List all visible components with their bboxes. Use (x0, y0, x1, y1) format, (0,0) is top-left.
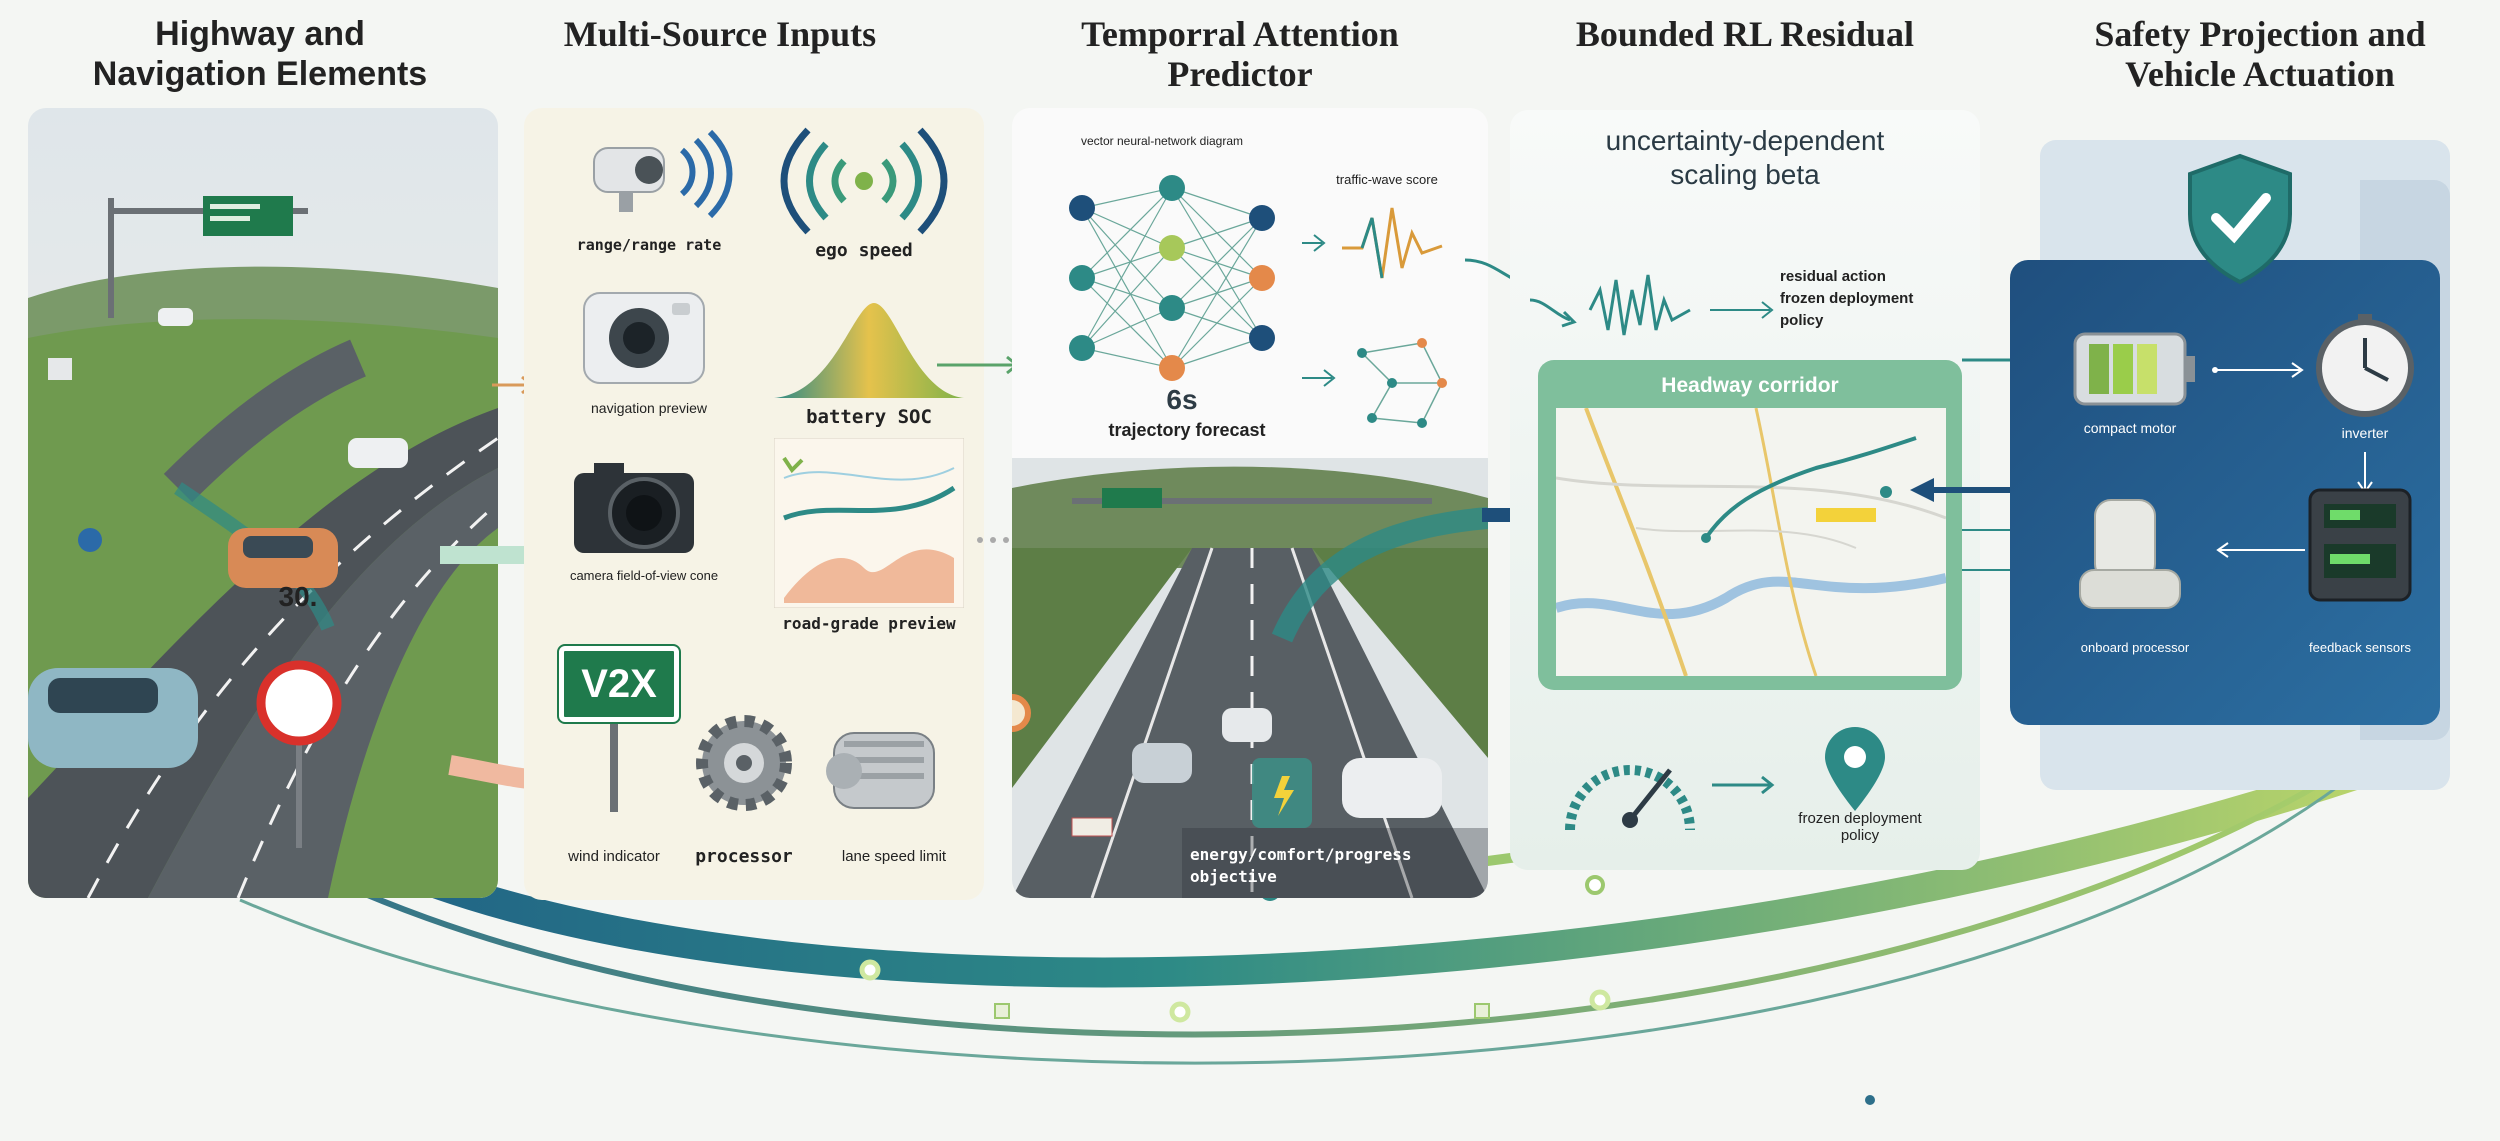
forecast-horizon: 6s (1166, 384, 1198, 415)
inverter-clock-icon (2316, 314, 2414, 417)
headway-corridor-card: Headway corridor (1538, 360, 1962, 690)
onboard-processor-seat-icon (2079, 499, 2181, 609)
feedback-sensors-icon (2308, 488, 2412, 602)
arrow-motor-to-inverter (2212, 362, 2304, 378)
predictor-road-scene (1012, 458, 1488, 898)
input-label-lane-speed: lane speed limit (841, 848, 947, 865)
v2x-sign-text: V2X (581, 662, 657, 706)
safety-shield-icon (2188, 153, 2292, 285)
v2x-sign: V2X (557, 644, 681, 724)
dots-connector (977, 537, 1009, 543)
arrow-sensors-to-processor (2216, 542, 2305, 558)
highway-scene (28, 108, 498, 898)
actuation-label-motor: compact motor (2083, 420, 2177, 436)
input-label-ego-speed: ego speed (815, 240, 913, 261)
headway-corridor-title: Headway corridor (1661, 374, 1839, 397)
stage-heading-residual: Bounded RL Residual (1575, 14, 1915, 54)
navigation-camera-icon (583, 292, 705, 384)
objective-label: energy/comfort/progress objective (1190, 845, 1412, 886)
lane-speed-motor-icon (826, 732, 935, 809)
processor-gear-icon (696, 715, 792, 811)
neural-network-diagram (1069, 175, 1275, 381)
input-label-navigation-preview: navigation preview (591, 400, 707, 416)
actuation-label-processor: onboard processor (2080, 640, 2190, 655)
speed-limit-sign-text: 30. (278, 581, 318, 612)
actuation-label-inverter: inverter (2341, 425, 2389, 441)
camera-fov-icon (574, 463, 694, 553)
input-label-range: range/range rate (576, 236, 722, 254)
input-label-camera-fov: camera field-of-view cone (569, 568, 719, 583)
input-label-battery-soc: battery SOC (806, 406, 932, 428)
residual-signal (1530, 274, 1774, 336)
road-grade-chart (774, 438, 964, 608)
traffic-wave-label: traffic-wave score (1336, 172, 1438, 187)
input-label-wind: wind indicator (568, 848, 660, 865)
actuation-panel: compact motor inverter onboard processor… (2010, 260, 2440, 725)
highway-panel: 30. (28, 108, 498, 898)
trajectory-forecast-label: trajectory forecast (1108, 420, 1266, 440)
actuation-label-sensors: feedback sensors (2309, 640, 2411, 655)
speed-gauge-icon (1565, 765, 1695, 831)
nn-diagram-label: vector neural-network diagram (1080, 134, 1244, 148)
arrow-gauge-to-pin (1712, 775, 1775, 795)
location-pin-icon (1825, 727, 1885, 811)
stage-heading-inputs: Multi-Source Inputs (563, 14, 877, 54)
input-label-processor: processor (695, 846, 793, 867)
corridor-map (1556, 408, 1946, 676)
inputs-panel: range/range rate ego speed navigation pr… (524, 108, 984, 900)
ego-speed-signal-icon (780, 127, 948, 235)
graph-node-icon (1302, 338, 1447, 428)
traffic-wave-signal (1302, 207, 1443, 279)
compact-motor-icon (2073, 332, 2195, 406)
radar-sensor-icon (593, 129, 733, 219)
v2x-sign-post (610, 724, 618, 812)
predictor-panel: vector neural-network diagram traffic-wa… (1012, 108, 1488, 898)
input-label-road-grade: road-grade preview (782, 614, 956, 633)
battery-soc-curve (774, 303, 964, 398)
